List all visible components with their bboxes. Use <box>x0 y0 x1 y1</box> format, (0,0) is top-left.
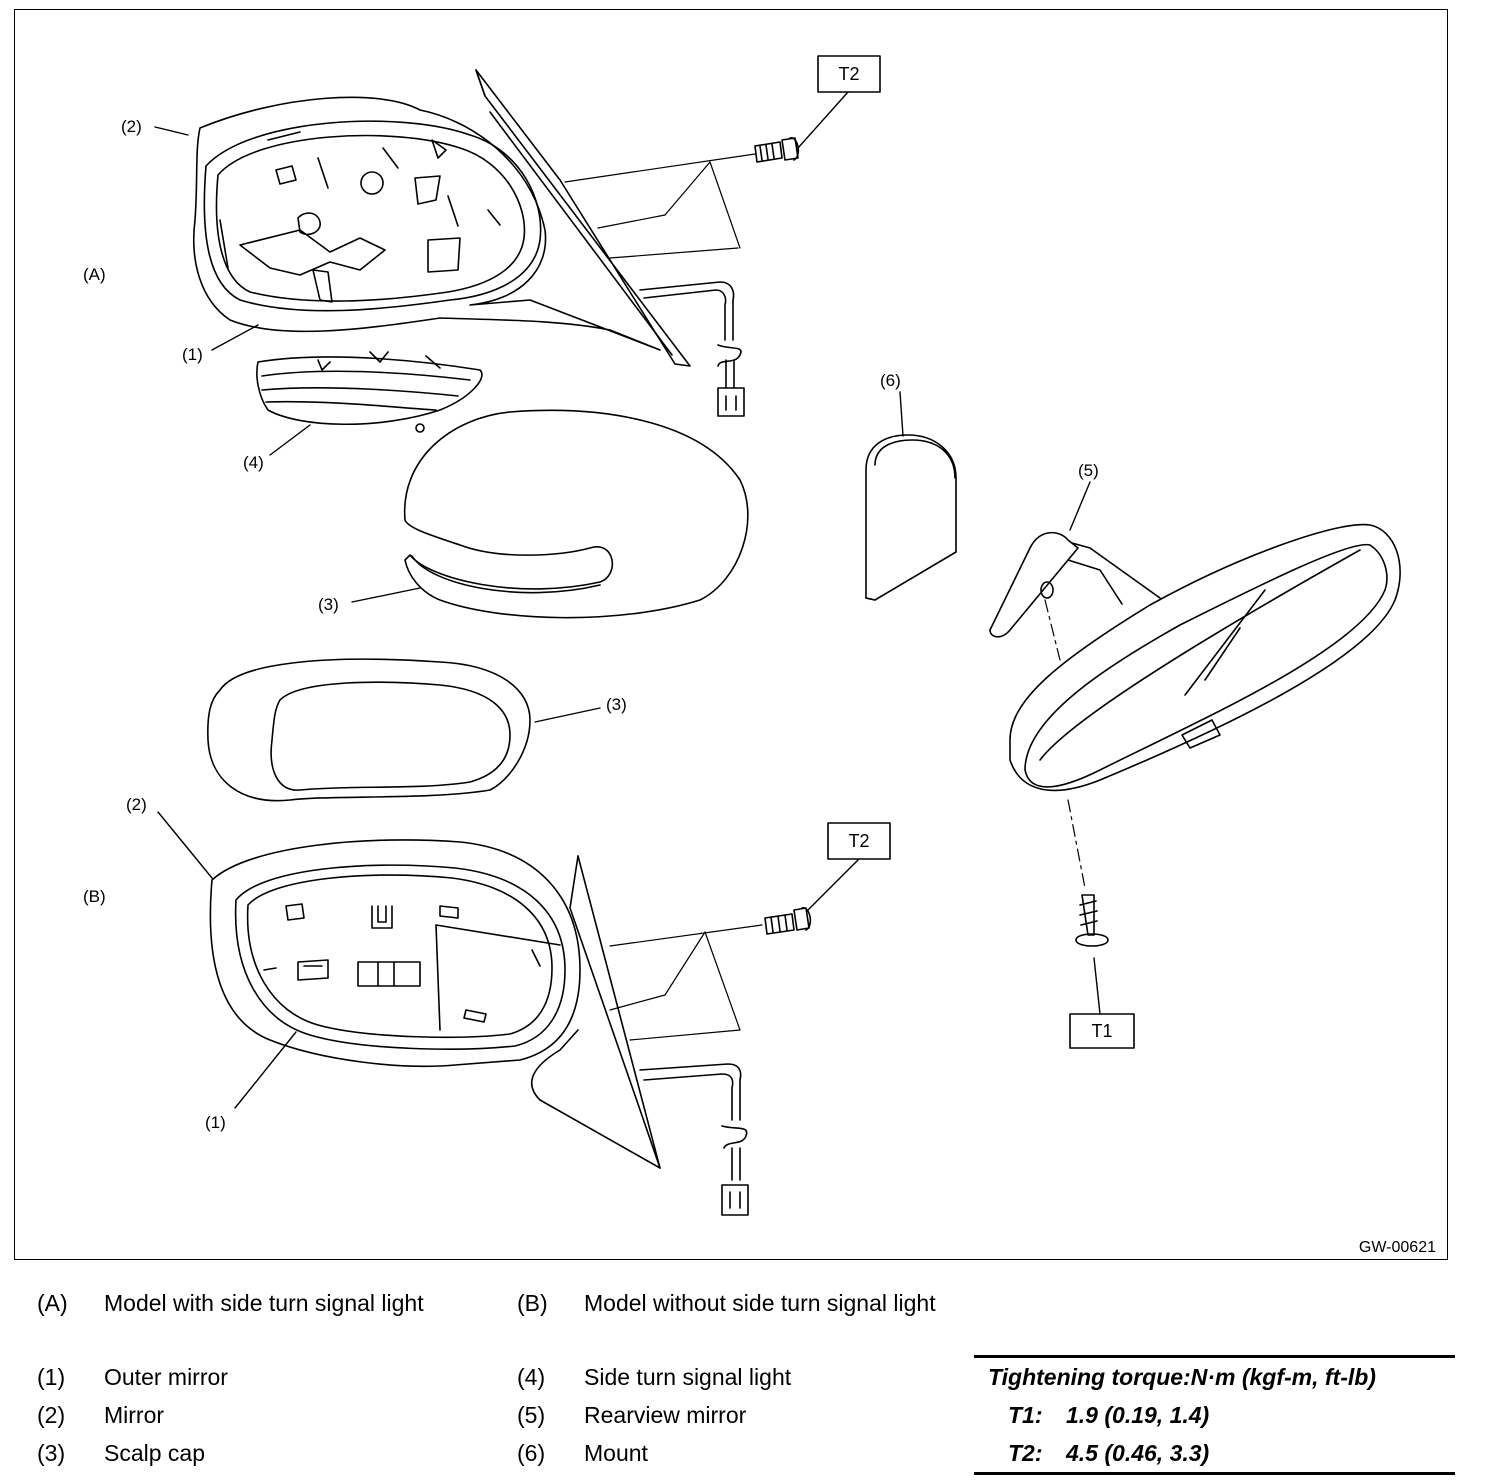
legend-text: Scalp cap <box>104 1440 206 1466</box>
legend-key: (B) <box>517 1290 548 1316</box>
callout-3-b: (3) <box>606 695 627 714</box>
drawing-code: GW-00621 <box>1359 1239 1436 1256</box>
callout-1-a: (1) <box>182 345 203 364</box>
callout-2-a: (2) <box>121 117 142 136</box>
diagram-frame <box>14 9 1448 1260</box>
outer-mirror-b <box>209 839 749 1216</box>
scalp-cap-b <box>207 658 531 802</box>
callout-2-b: (2) <box>126 795 147 814</box>
torque-row-t1-label: T1: <box>1008 1402 1043 1428</box>
bolt-icon <box>754 137 800 163</box>
model-a-label: (A) <box>83 265 106 284</box>
torque-label-t1: T1 <box>1091 1021 1112 1041</box>
legend-key: (3) <box>37 1440 66 1466</box>
bolt-axis-a <box>564 153 756 259</box>
callout-6: (6) <box>880 371 901 390</box>
legend-key: (A) <box>37 1290 68 1316</box>
legend-text: Outer mirror <box>104 1364 228 1390</box>
scalp-cap-a <box>403 409 749 619</box>
callout-5: (5) <box>1078 461 1099 480</box>
legend-key: (5) <box>517 1402 546 1428</box>
torque-table-top-rule <box>974 1355 1455 1358</box>
torque-label-t2-top: T2 <box>838 64 859 84</box>
outer-mirror-a <box>192 69 745 417</box>
screw-axis-lines <box>1044 599 1086 889</box>
rearview-mirror <box>989 523 1401 792</box>
screw-icon <box>1075 894 1109 947</box>
legend-key: (4) <box>517 1364 546 1390</box>
bolt-icon <box>764 907 812 935</box>
torque-box-t1 <box>1069 1013 1135 1049</box>
torque-box-t2-bottom <box>827 822 891 860</box>
legend-key: (6) <box>517 1440 546 1466</box>
callout-1-b: (1) <box>205 1113 226 1132</box>
callout-3-a: (3) <box>318 595 339 614</box>
torque-title: Tightening torque:N·m (kgf-m, ft-lb) <box>988 1364 1376 1390</box>
legend-key: (2) <box>37 1402 66 1428</box>
callout-4: (4) <box>243 453 264 472</box>
legend-text: Mount <box>584 1440 648 1466</box>
mount <box>865 434 957 601</box>
torque-row-t2-label: T2: <box>1008 1440 1043 1466</box>
model-b-label: (B) <box>83 887 106 906</box>
legend-text: Mirror <box>104 1402 165 1428</box>
side-turn-signal-light <box>256 351 483 433</box>
legend-text: Side turn signal light <box>584 1364 792 1390</box>
torque-row-t1-value: 1.9 (0.19, 1.4) <box>1066 1402 1210 1428</box>
legend-text: Model with side turn signal light <box>104 1290 424 1316</box>
legend-key: (1) <box>37 1364 66 1390</box>
torque-box-t2-top <box>817 55 881 93</box>
exploded-view-diagram: (A) (B) (2) (1) (4) (3) (6) (5) (3) (2) … <box>83 55 1436 1256</box>
legend-text: Model without side turn signal light <box>584 1290 936 1316</box>
torque-label-t2-bottom: T2 <box>848 831 869 851</box>
legend-text: Rearview mirror <box>584 1402 747 1428</box>
torque-row-t2-value: 4.5 (0.46, 3.3) <box>1066 1440 1210 1466</box>
leader-lines <box>154 91 1101 1109</box>
torque-table-bottom-rule <box>974 1472 1455 1475</box>
bolt-axis-b <box>609 924 763 1041</box>
